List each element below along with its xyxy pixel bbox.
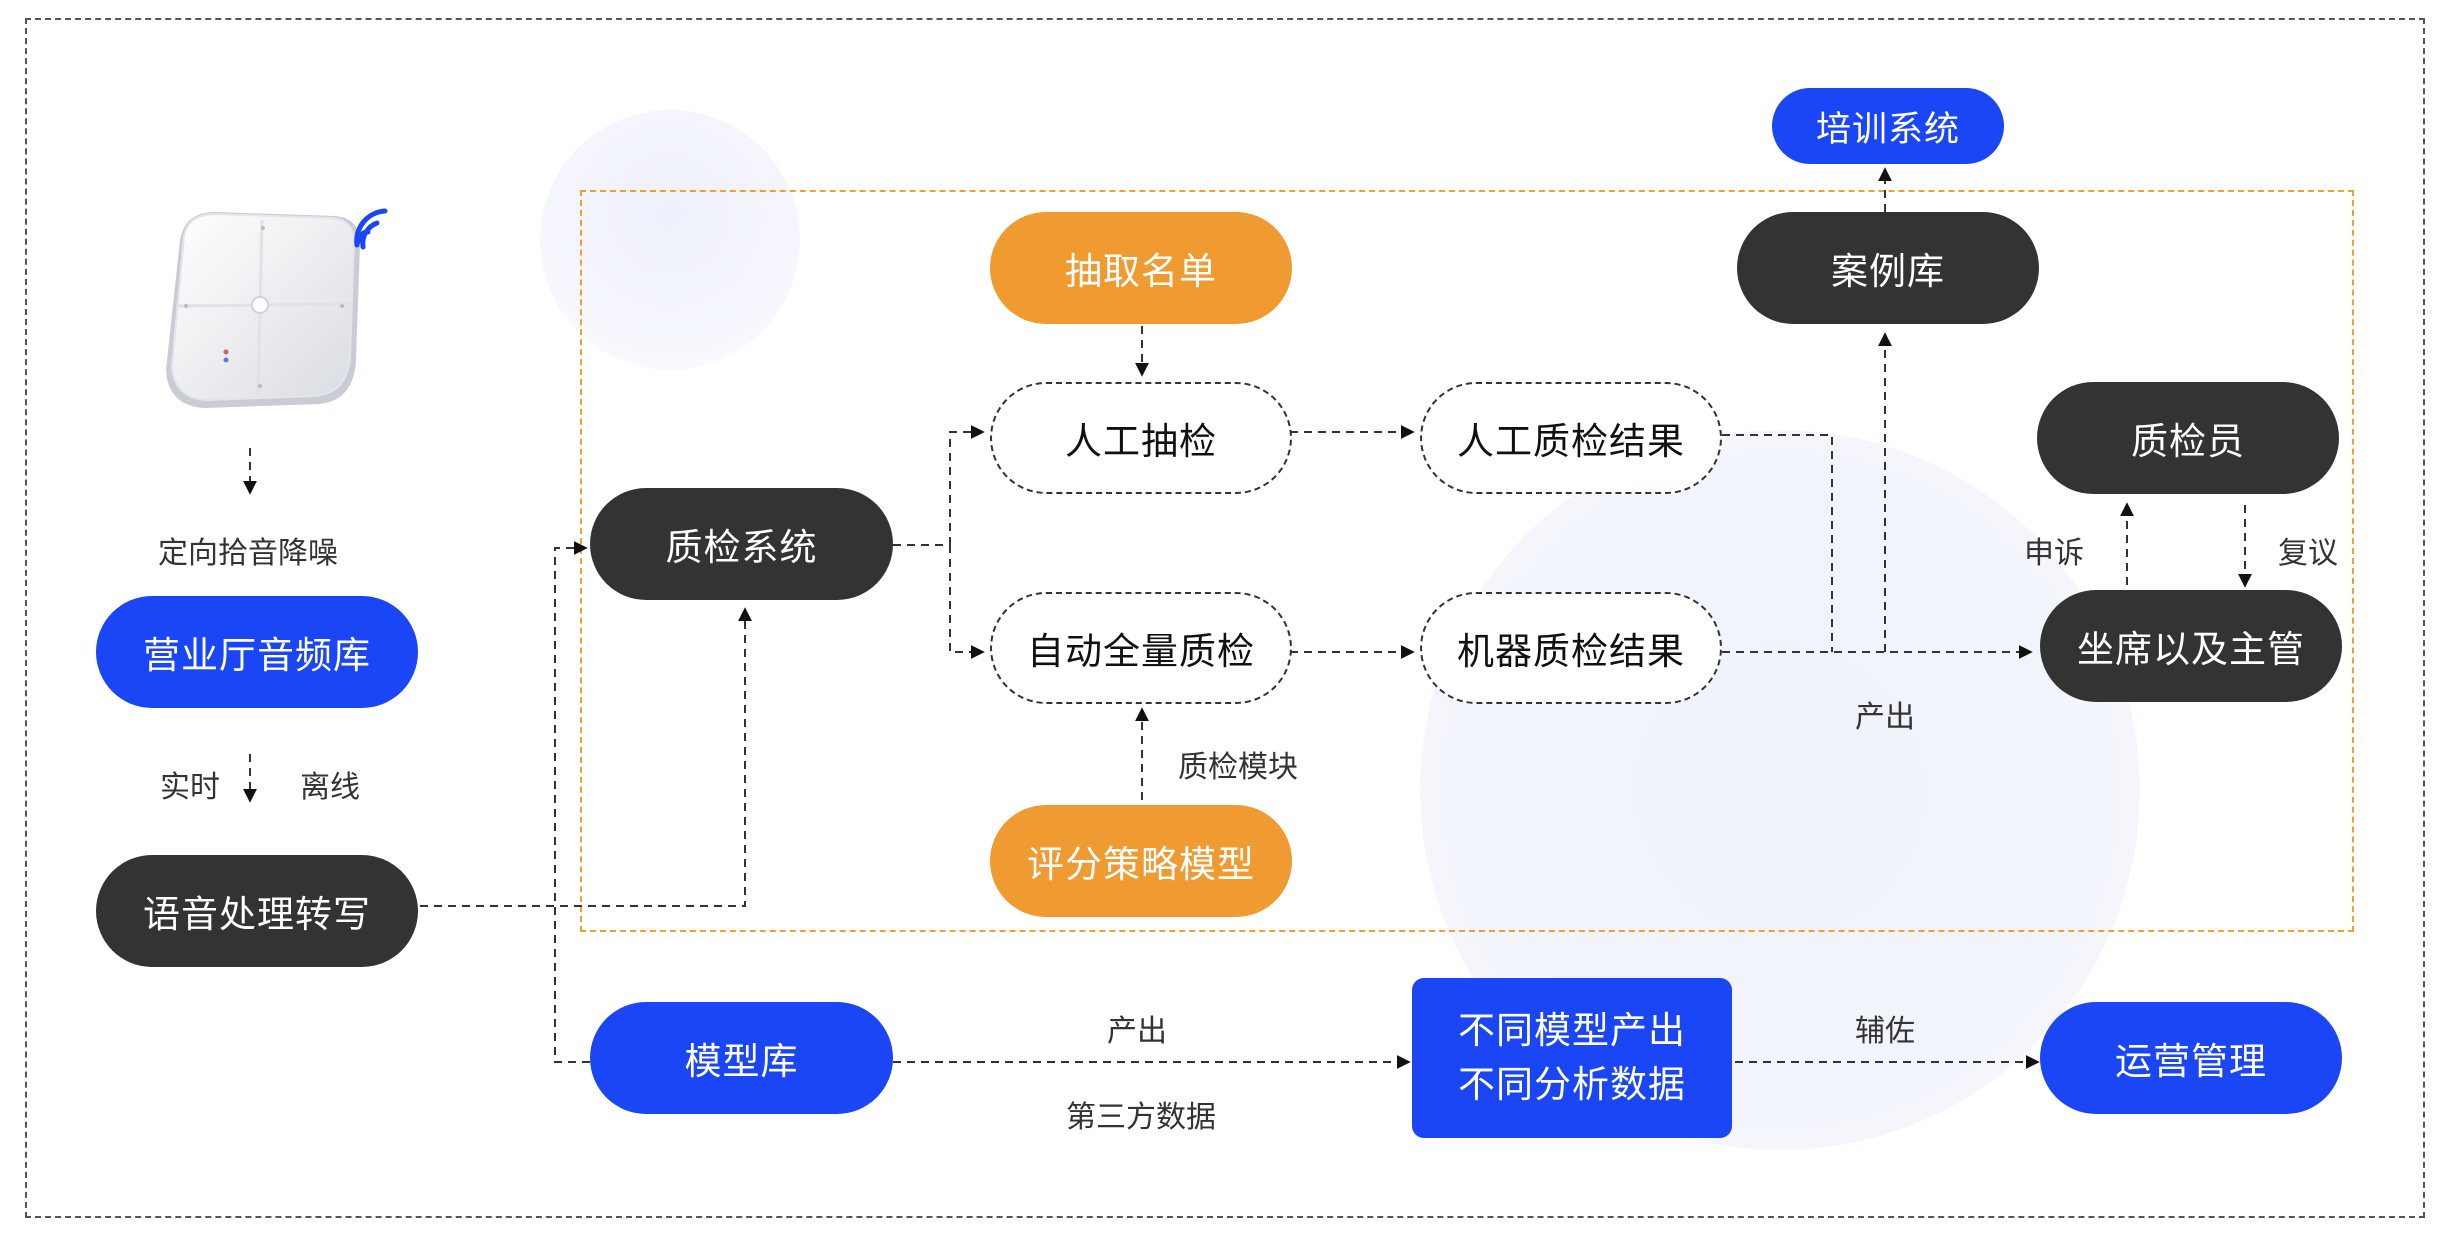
realtime-label: 实时 (160, 770, 220, 805)
smart-speaker-device-icon (160, 210, 360, 410)
model-output-node: 不同模型产出 不同分析数据 (1412, 978, 1732, 1138)
quality-inspection-frame (580, 190, 2354, 932)
scoring-model-node: 评分策略模型 (990, 805, 1292, 917)
offline-label: 离线 (300, 770, 360, 805)
model-library-node: 模型库 (590, 1002, 893, 1114)
manual-sampling-node: 人工抽检 (990, 382, 1292, 494)
manual-result-node: 人工质检结果 (1420, 382, 1722, 494)
qc-module-label: 质检模块 (1178, 750, 1298, 785)
output-bottom-label: 产出 (1107, 1014, 1167, 1049)
qc-system-node: 质检系统 (590, 488, 893, 600)
model-output-line-1: 不同模型产出 (1458, 1009, 1686, 1052)
directional-pickup-label: 定向拾音降噪 (158, 536, 338, 571)
extract-list-node: 抽取名单 (990, 212, 1292, 324)
assist-label: 辅佐 (1855, 1014, 1915, 1049)
training-system-node: 培训系统 (1772, 88, 2004, 164)
machine-result-node: 机器质检结果 (1420, 592, 1722, 704)
third-party-data-label: 第三方数据 (1066, 1100, 1216, 1135)
model-output-line-2: 不同分析数据 (1458, 1063, 1686, 1106)
inspector-node: 质检员 (2037, 382, 2339, 494)
appeal-label: 申诉 (2024, 536, 2084, 571)
auto-full-check-node: 自动全量质检 (990, 592, 1292, 704)
output-main-label: 产出 (1855, 700, 1915, 735)
case-library-node: 案例库 (1737, 212, 2039, 324)
background-decor-circle-small (540, 110, 800, 370)
audio-library-node: 营业厅音频库 (96, 596, 418, 708)
review-label: 复议 (2278, 536, 2338, 571)
wifi-signal-icon (354, 208, 388, 250)
agents-supervisors-node: 坐席以及主管 (2040, 590, 2342, 702)
diagram-border (25, 18, 2425, 1218)
speech-processing-node: 语音处理转写 (96, 855, 418, 967)
operations-node: 运营管理 (2040, 1002, 2342, 1114)
